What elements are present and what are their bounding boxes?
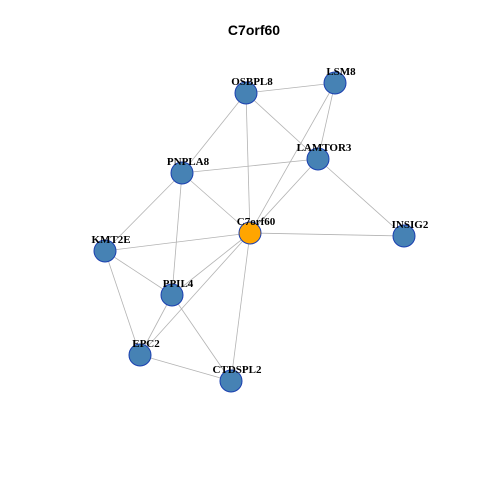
- edge-lamtor3-insig2: [317, 158, 405, 237]
- edge-osbpl8-pnpla8: [181, 92, 247, 174]
- node-label-ctdspl2: CTDSPL2: [213, 364, 262, 376]
- label-layer: C7orf60 OSBPL8 LSM8LAMTOR3PNPLA8INSIG2KMT2…: [91, 66, 428, 376]
- node-label-pnpla8: PNPLA8: [167, 156, 210, 168]
- edge-c7orf60-insig2: [249, 232, 405, 237]
- node-c7orf60: [238, 221, 262, 245]
- edge-kmt2e-ppil4: [104, 250, 173, 296]
- edge-pnpla8-kmt2e: [104, 172, 183, 252]
- node-ctdspl2: [219, 369, 243, 393]
- edge-lamtor3-c7orf60: [249, 158, 319, 234]
- node-lamtor3: [306, 147, 330, 171]
- edge-ppil4-ctdspl2: [171, 294, 232, 382]
- node-label-epc2: EPC2: [132, 338, 160, 350]
- edge-c7orf60-kmt2e: [104, 232, 251, 252]
- edge-c7orf60-ppil4: [171, 232, 251, 296]
- node-epc2: [128, 343, 152, 367]
- edge-pnpla8-ppil4: [171, 172, 183, 296]
- node-label-kmt2e: KMT2E: [91, 234, 130, 246]
- node-ppil4: [160, 283, 184, 307]
- edge-osbpl8-lsm8: [245, 82, 336, 94]
- edge-lsm8-c7orf60: [249, 82, 336, 234]
- node-label-osbpl8: OSBPL8: [231, 76, 273, 88]
- edge-c7orf60-ctdspl2: [230, 232, 251, 382]
- node-osbpl8: [234, 81, 258, 105]
- node-kmt2e: [93, 239, 117, 263]
- edge-pnpla8-c7orf60: [181, 172, 251, 234]
- node-label-c7orf60: C7orf60: [237, 216, 276, 228]
- diagram-title: C7orf60: [228, 22, 280, 38]
- node-lsm8: [323, 71, 347, 95]
- node-label-ppil4: PPIL4: [163, 278, 194, 290]
- edge-osbpl8-c7orf60: [245, 92, 251, 234]
- edge-kmt2e-epc2: [104, 250, 141, 356]
- node-insig2: [392, 224, 416, 248]
- edge-layer: [104, 82, 405, 382]
- edge-c7orf60-epc2: [139, 232, 251, 356]
- edge-epc2-ctdspl2: [139, 354, 232, 382]
- node-label-lamtor3: LAMTOR3: [297, 142, 352, 154]
- node-pnpla8: [170, 161, 194, 185]
- node-layer: [93, 71, 416, 393]
- edge-lsm8-lamtor3: [317, 82, 336, 160]
- edge-osbpl8-lamtor3: [245, 92, 319, 160]
- edge-lamtor3-pnpla8: [181, 158, 319, 174]
- node-label-lsm8: LSM8: [326, 66, 356, 78]
- node-label-insig2: INSIG2: [392, 219, 429, 231]
